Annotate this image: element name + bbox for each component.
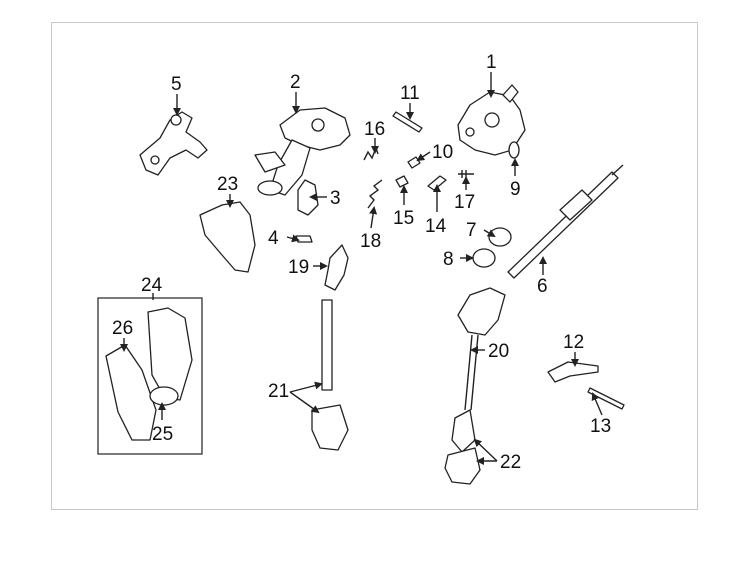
callout-14: 14 <box>425 216 447 237</box>
callout-1: 1 <box>486 52 497 73</box>
part-13-bolt <box>587 387 625 410</box>
callout-25: 25 <box>152 424 173 445</box>
part-2-column-housing <box>254 107 351 196</box>
callout-19: 19 <box>288 257 309 278</box>
part-7-bushing <box>488 227 512 247</box>
part-11-pin <box>392 111 423 133</box>
part-12-lever <box>547 361 599 383</box>
part-5-bracket <box>139 111 208 176</box>
part-3-plate <box>297 179 319 216</box>
part-8-bushing <box>472 248 496 268</box>
part-6-main-shaft <box>507 164 624 279</box>
callout-2: 2 <box>290 72 301 93</box>
callout-9: 9 <box>510 179 521 200</box>
part-23-cover <box>199 201 256 273</box>
callout-3: 3 <box>330 188 341 209</box>
callout-24: 24 <box>141 275 163 296</box>
leader-lines <box>120 72 603 465</box>
callout-26: 26 <box>112 318 133 339</box>
callout-16: 16 <box>364 119 385 140</box>
callout-17: 17 <box>454 192 475 213</box>
callout-18: 18 <box>360 231 381 252</box>
callout-23: 23 <box>217 174 238 195</box>
part-4-bolt <box>295 235 313 243</box>
part-10-clip <box>407 156 421 169</box>
part-16-spring <box>363 145 379 161</box>
callout-4: 4 <box>268 228 279 249</box>
part-9-ring <box>508 141 520 159</box>
diagram-frame <box>51 22 698 510</box>
callout-7: 7 <box>466 220 477 241</box>
part-15-clip <box>395 175 409 188</box>
callout-11: 11 <box>400 83 420 104</box>
callout-6: 6 <box>537 276 548 297</box>
callout-labels: 1 2 3 4 5 6 7 8 9 10 11 12 13 14 15 16 1… <box>112 52 611 473</box>
callout-5: 5 <box>171 74 182 95</box>
part-19-joint <box>324 244 349 291</box>
part-14-lever <box>427 175 447 191</box>
callout-8: 8 <box>443 249 454 270</box>
part-18-spring <box>367 179 383 209</box>
part-22-joint <box>444 409 481 485</box>
callout-22: 22 <box>500 452 521 473</box>
callout-20: 20 <box>488 341 509 362</box>
part-1-upper-bracket <box>457 84 526 156</box>
part-21-lower-shaft <box>311 299 349 451</box>
callout-12: 12 <box>563 332 584 353</box>
inset-box <box>97 297 203 455</box>
part-25-seal <box>149 386 179 406</box>
part-17-bolt <box>458 170 474 178</box>
callout-15: 15 <box>393 208 414 229</box>
callout-10: 10 <box>432 142 453 163</box>
part-24-boot <box>147 307 193 401</box>
callout-13: 13 <box>590 416 611 437</box>
part-26-gasket <box>105 344 157 441</box>
callout-21: 21 <box>268 381 289 402</box>
